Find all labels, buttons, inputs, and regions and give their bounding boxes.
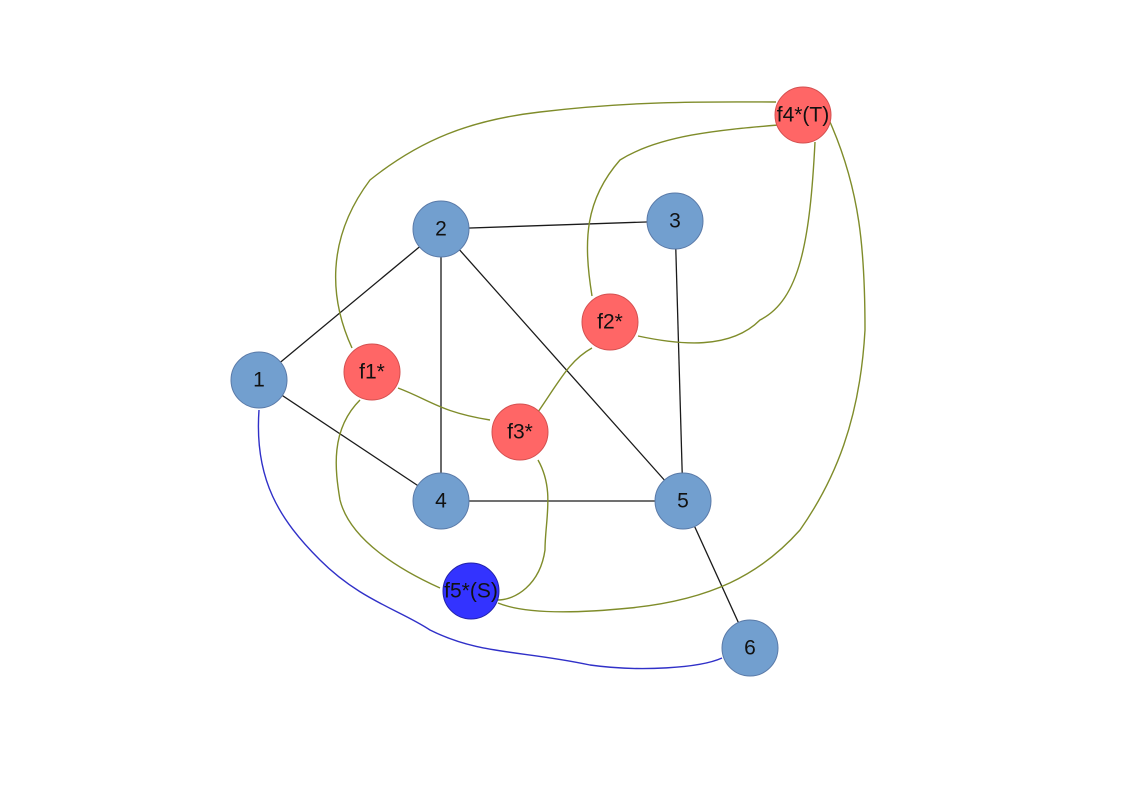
edge-f4-f5 <box>497 121 866 613</box>
face-f5[interactable]: f5*(S) <box>442 562 500 620</box>
face-f1-label: f1* <box>359 361 385 384</box>
vertex-3-label: 3 <box>669 210 681 233</box>
vertex-1-circle <box>230 351 288 409</box>
vertex-6-circle <box>721 619 779 677</box>
vertex-2-circle <box>412 200 470 258</box>
vertex-4-circle <box>412 472 470 530</box>
edge-f1-f3 <box>397 387 491 421</box>
face-f2-label: f2* <box>597 311 623 334</box>
face-f2-circle <box>581 293 639 351</box>
dual-edges <box>334 101 866 613</box>
face-f4[interactable]: f4*(T) <box>774 86 832 144</box>
edge-1-6 <box>257 409 723 670</box>
face-f5-label: f5*(S) <box>444 580 498 603</box>
edge-f3-f5 <box>497 459 549 601</box>
edge-f1-f4 <box>334 101 777 349</box>
vertex-5-label: 5 <box>677 490 689 513</box>
edge-f2-f4-upper <box>586 124 779 297</box>
face-f3-circle <box>491 403 549 461</box>
face-f4-circle <box>774 86 832 144</box>
vertex-5[interactable]: 5 <box>654 472 712 530</box>
vertex-6[interactable]: 6 <box>721 619 779 677</box>
face-f3[interactable]: f3* <box>491 403 549 461</box>
face-f1-circle <box>343 343 401 401</box>
nodes: 1 2 3 4 5 6 f1* f2* <box>230 86 832 677</box>
vertex-2[interactable]: 2 <box>412 200 470 258</box>
vertex-3[interactable]: 3 <box>646 192 704 250</box>
vertex-1-label: 1 <box>253 369 265 392</box>
edge-2-5 <box>440 228 684 502</box>
edge-3-5 <box>674 220 684 502</box>
edge-1-4 <box>258 379 442 502</box>
face-f4-label: f4*(T) <box>777 104 830 127</box>
face-f1[interactable]: f1* <box>343 343 401 401</box>
vertex-4[interactable]: 4 <box>412 472 470 530</box>
vertex-1[interactable]: 1 <box>230 351 288 409</box>
face-f3-label: f3* <box>507 421 533 444</box>
vertex-3-circle <box>646 192 704 250</box>
vertex-2-label: 2 <box>435 218 447 241</box>
vertex-4-label: 4 <box>435 490 447 513</box>
vertex-6-label: 6 <box>744 637 756 660</box>
edge-f3-f2 <box>537 347 593 413</box>
face-f2[interactable]: f2* <box>581 293 639 351</box>
face-f5-circle <box>442 562 500 620</box>
edge-f1-f5 <box>335 399 441 589</box>
edge-1-2 <box>258 228 442 381</box>
primal-edges <box>258 220 751 649</box>
edge-2-3 <box>440 220 676 230</box>
edge-f2-f4-lower <box>637 141 816 344</box>
vertex-5-circle <box>654 472 712 530</box>
